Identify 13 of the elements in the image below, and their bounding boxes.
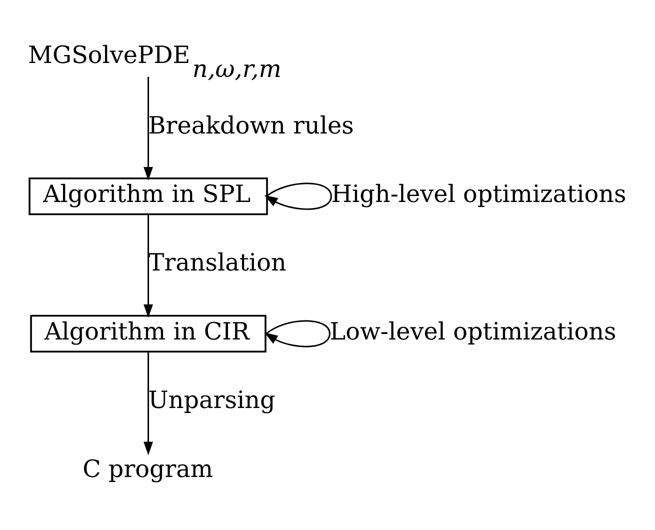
edge-label: High-level optimizations bbox=[331, 180, 626, 208]
node-box: Algorithm in SPL bbox=[28, 177, 268, 216]
arrow bbox=[144, 76, 153, 180]
edge-label: Unparsing bbox=[148, 386, 276, 414]
edge-label: Breakdown rules bbox=[148, 111, 354, 140]
arrow bbox=[144, 352, 153, 456]
arrow bbox=[264, 320, 330, 348]
node-box: Algorithm in CIR bbox=[30, 314, 266, 353]
arrow bbox=[264, 182, 332, 210]
edge-label: Translation bbox=[148, 248, 286, 277]
arrow bbox=[144, 214, 153, 318]
edge-label: Low-level optimizations bbox=[330, 317, 616, 346]
node-text: C program bbox=[82, 454, 214, 483]
